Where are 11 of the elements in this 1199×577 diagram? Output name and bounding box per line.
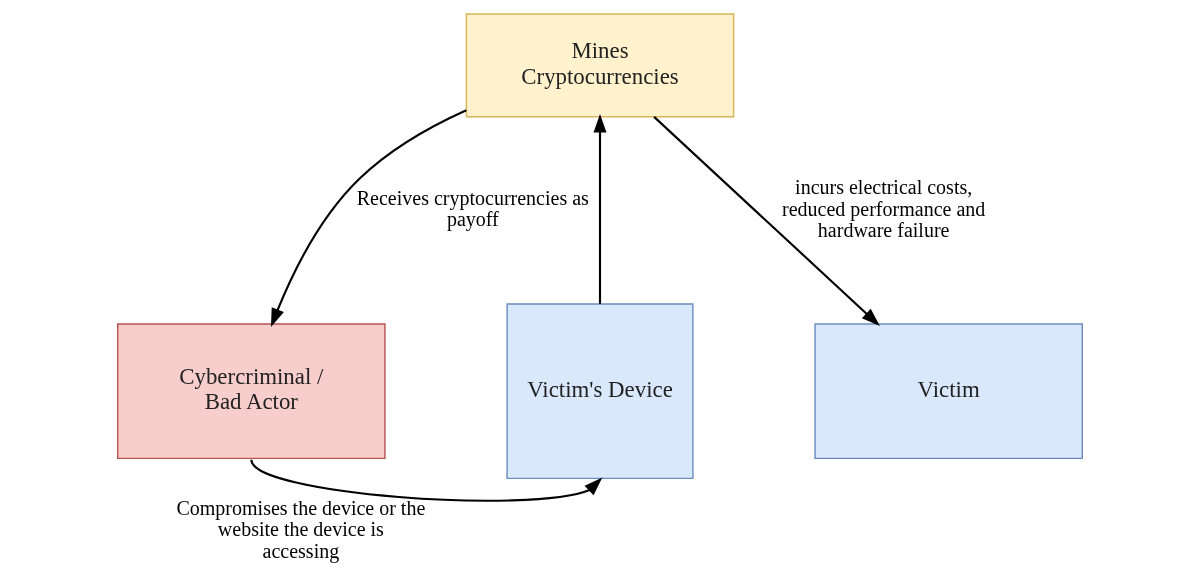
edge-label: Receives cryptocurrencies as payoff bbox=[356, 186, 589, 231]
node-box: Cybercriminal / Bad Actor bbox=[116, 323, 386, 460]
arrow bbox=[593, 114, 606, 304]
arrow bbox=[652, 116, 880, 327]
edge-label: incurs electrical costs, reduced performance and hardware failure bbox=[781, 176, 985, 242]
node-box: Victim's Device bbox=[505, 303, 694, 480]
arrow bbox=[249, 459, 602, 502]
edge-label: Compromises the device or the website the device is accessing bbox=[175, 496, 425, 562]
arrow bbox=[270, 109, 467, 327]
node-box: Victim bbox=[813, 323, 1083, 460]
node-box: Mines Cryptocurrencies bbox=[465, 13, 734, 118]
